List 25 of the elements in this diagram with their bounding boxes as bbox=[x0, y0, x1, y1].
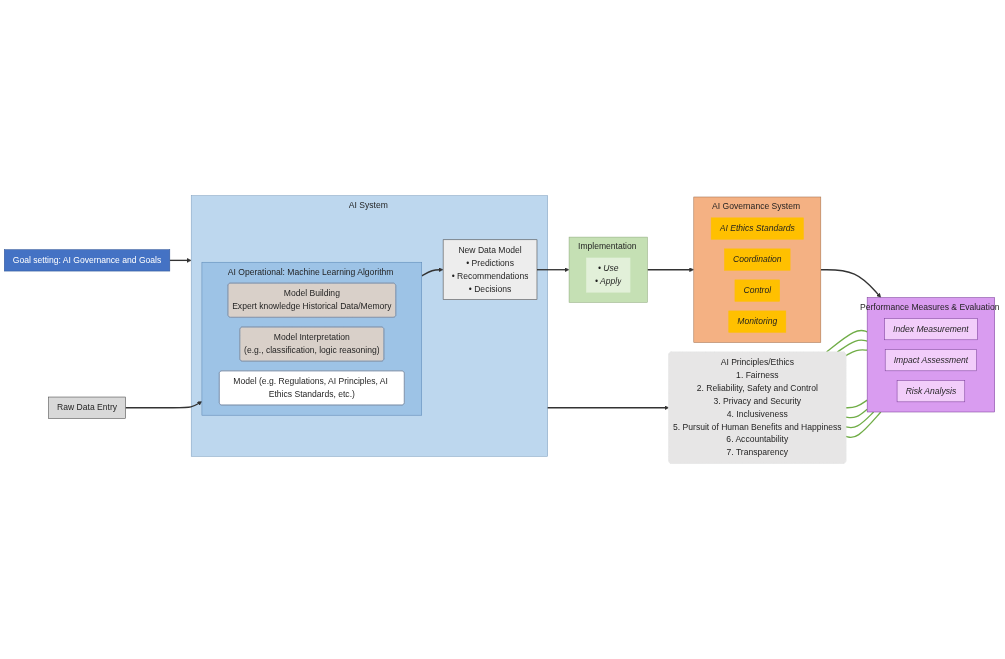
node-box: New Data Model • Predictions • Recommendations • Decisions bbox=[442, 239, 538, 300]
node-box: Impact Assessment bbox=[884, 349, 977, 372]
connector bbox=[845, 411, 882, 439]
connector bbox=[845, 411, 875, 429]
connector bbox=[845, 349, 868, 357]
connector bbox=[825, 329, 868, 353]
arrow bbox=[547, 405, 670, 411]
arrow bbox=[820, 269, 882, 298]
arrow bbox=[421, 267, 444, 277]
arrow bbox=[169, 258, 192, 263]
arrow bbox=[646, 267, 694, 273]
node-box: Raw Data Entry bbox=[48, 396, 126, 419]
connector bbox=[845, 399, 868, 409]
node-box: Index Measurement bbox=[884, 318, 978, 341]
node-box: Risk Analysis bbox=[896, 380, 966, 403]
connector bbox=[836, 339, 868, 353]
node-box: AI Ethics Standards bbox=[710, 217, 804, 240]
node-box: Control bbox=[734, 279, 780, 302]
node-box: Goal setting: AI Governance and Goals bbox=[4, 249, 171, 272]
connector bbox=[845, 408, 868, 419]
node-box: • Use • Apply bbox=[586, 257, 631, 293]
arrow bbox=[536, 267, 570, 273]
node-box: Coordination bbox=[724, 248, 791, 271]
node-box: Monitoring bbox=[728, 310, 787, 333]
arrow bbox=[124, 401, 203, 409]
